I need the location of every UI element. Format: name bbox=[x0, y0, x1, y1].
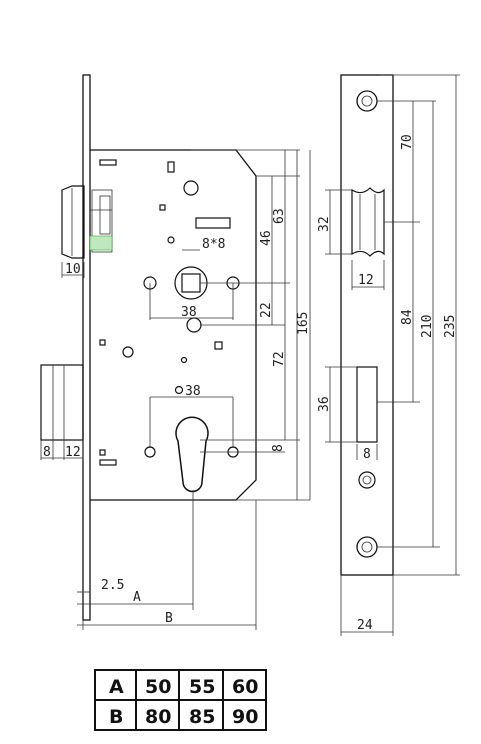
dim-12-left: 12 bbox=[65, 445, 81, 460]
dim-2-5: 2.5 bbox=[101, 578, 124, 593]
table-row: B 80 85 90 bbox=[109, 706, 258, 728]
dim-46: 46 bbox=[259, 230, 274, 246]
dim-32: 32 bbox=[317, 216, 332, 232]
front-dimension-lines bbox=[40, 149, 311, 630]
dim-165: 165 bbox=[296, 312, 311, 335]
side-dimension-lines bbox=[325, 74, 460, 636]
cylinder-screw bbox=[358, 471, 376, 489]
table-row-label: A bbox=[109, 676, 124, 698]
latch-opening bbox=[351, 187, 385, 257]
faceplate bbox=[82, 74, 91, 621]
body-holes bbox=[99, 159, 240, 466]
dim-72: 72 bbox=[272, 351, 287, 367]
dim-70: 70 bbox=[400, 134, 415, 150]
dim-12: 12 bbox=[358, 273, 374, 288]
dim-8-left: 8 bbox=[43, 445, 51, 460]
screw-top bbox=[356, 90, 378, 112]
side-dimension-text: 32 70 12 84 210 235 36 8 24 bbox=[317, 134, 458, 633]
front-view: 10 8*8 38 46 63 22 165 72 38 8 8 12 2.5 … bbox=[40, 74, 311, 630]
table-row-label: B bbox=[109, 706, 123, 728]
table-cell: 55 bbox=[189, 676, 215, 698]
dim-235: 235 bbox=[443, 315, 458, 338]
table-cell: 90 bbox=[232, 706, 258, 728]
table-cell: 60 bbox=[232, 676, 258, 698]
dim-A: A bbox=[133, 590, 141, 605]
dim-B: B bbox=[165, 611, 173, 626]
side-view: 32 70 12 84 210 235 36 8 24 bbox=[317, 74, 460, 636]
euro-cylinder-hole bbox=[144, 416, 239, 493]
dim-10: 10 bbox=[65, 262, 81, 277]
size-table: A 50 55 60 B 80 85 90 bbox=[94, 669, 267, 731]
dim-38-upper: 38 bbox=[181, 305, 197, 320]
table-cell: 50 bbox=[145, 676, 171, 698]
deadbolt bbox=[40, 364, 84, 441]
table-row: A 50 55 60 bbox=[109, 676, 258, 698]
dim-22: 22 bbox=[259, 302, 274, 318]
latch-bolt bbox=[61, 185, 113, 259]
dim-8-side: 8 bbox=[363, 447, 371, 462]
dim-8x8: 8*8 bbox=[202, 237, 225, 252]
table-cell: 80 bbox=[145, 706, 171, 728]
dim-8-cyl: 8 bbox=[271, 444, 286, 452]
deadbolt-opening bbox=[356, 366, 378, 443]
dim-36: 36 bbox=[317, 396, 332, 412]
front-dimension-text: 10 8*8 38 46 63 22 165 72 38 8 8 12 2.5 … bbox=[43, 208, 311, 626]
dim-84: 84 bbox=[400, 309, 415, 325]
side-faceplate bbox=[340, 74, 394, 576]
table-cell: 85 bbox=[189, 706, 215, 728]
dim-63: 63 bbox=[272, 208, 287, 224]
dim-24: 24 bbox=[357, 618, 373, 633]
dim-210: 210 bbox=[420, 315, 435, 338]
screw-bottom bbox=[356, 536, 378, 558]
dim-38-lower: 38 bbox=[185, 384, 201, 399]
